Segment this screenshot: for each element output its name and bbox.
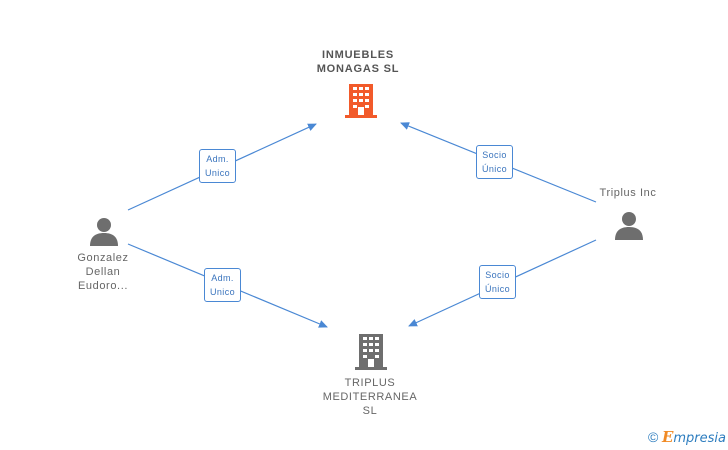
person-icon[interactable] (89, 217, 119, 247)
company-main-line-1: INMUEBLES (322, 49, 394, 61)
building-icon[interactable] (355, 334, 387, 370)
company-secondary-line-2: MEDITERRANEA (322, 391, 418, 403)
edge-label-line-2: Único (485, 284, 511, 294)
company-main-label[interactable]: INMUEBLES MONAGAS SL (300, 48, 416, 76)
edge-label-line-2: Unico (210, 287, 236, 297)
building-icon[interactable] (345, 84, 377, 118)
person-left-line-1: Gonzalez (77, 252, 129, 264)
entity-right-line-1: Triplus Inc (599, 187, 657, 199)
person-left-label[interactable]: Gonzalez Dellan Eudoro... (60, 251, 146, 293)
edge-label-line-1: Adm. (211, 273, 234, 283)
edge-label-line-2: Único (482, 164, 508, 174)
edge-label-socio-unico[interactable]: Socio Único (479, 265, 517, 299)
company-secondary-line-1: TRIPLUS (344, 377, 396, 389)
person-left-line-2: Dellan (85, 266, 121, 278)
company-secondary-line-3: SL (362, 405, 378, 417)
edge-label-line-1: Adm. (206, 154, 229, 164)
person-icon[interactable] (614, 211, 644, 241)
brand-initial: E (661, 428, 674, 446)
company-secondary-label[interactable]: TRIPLUS MEDITERRANEA SL (310, 376, 430, 418)
empresia-watermark: © Empresia (648, 428, 726, 446)
edge-label-adm-unico[interactable]: Adm. Unico (199, 149, 237, 183)
edge-label-line-2: Unico (205, 168, 231, 178)
edge-label-socio-unico[interactable]: Socio Único (476, 145, 514, 179)
edge-label-adm-unico[interactable]: Adm. Unico (204, 268, 242, 302)
person-left-line-3: Eudoro... (77, 280, 129, 292)
entity-right-label[interactable]: Triplus Inc (586, 186, 670, 200)
copyright-symbol: © (648, 429, 659, 445)
edge-label-line-1: Socio (482, 150, 507, 160)
edge-label-line-1: Socio (485, 270, 510, 280)
company-main-line-2: MONAGAS SL (316, 63, 400, 75)
brand-name: mpresia (673, 431, 726, 446)
